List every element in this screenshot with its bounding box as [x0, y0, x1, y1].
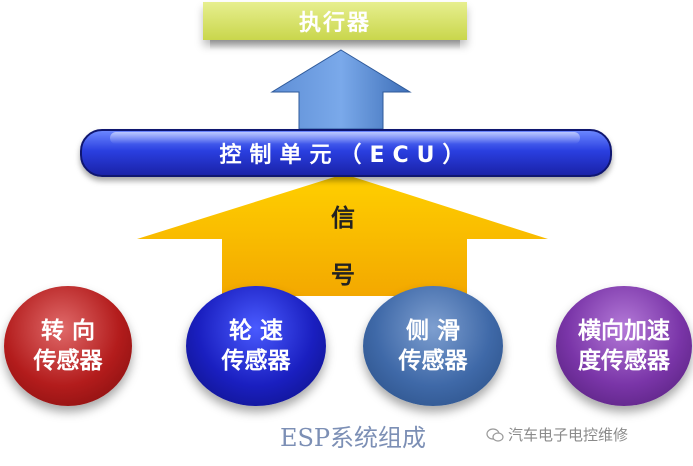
watermark: 汽车电子电控维修: [486, 424, 691, 445]
signal-char-2: 号: [331, 261, 355, 289]
lateral-acceleration-sensor: 横向加速 度传感器: [556, 286, 692, 406]
ecu-bar: 控制单元（ECU）: [80, 129, 612, 177]
sensor-label-line1: 转 向: [40, 318, 95, 344]
sensor-label-line1: 侧 滑: [405, 318, 460, 344]
sensor-label-line1: 轮 速: [228, 318, 283, 344]
watermark-text: 汽车电子电控维修: [508, 426, 629, 444]
diagram-caption: ESP系统组成: [279, 424, 427, 452]
wheel-speed-sensor: 轮 速 传感器: [186, 286, 326, 406]
ecu-highlight: [110, 132, 580, 144]
actuator-box: 执行器: [203, 2, 467, 40]
signal-char-1: 信: [331, 204, 355, 232]
sensor-label-line2: 度传感器: [578, 348, 670, 374]
ecu-to-actuator-arrow: [270, 49, 412, 130]
sensor-label-line1: 横向加速: [578, 318, 670, 344]
steering-sensor: 转 向 传感器: [4, 286, 132, 406]
sideslip-sensor: 侧 滑 传感器: [363, 286, 503, 406]
sensor-label-line2: 传感器: [221, 348, 291, 374]
sensor-label-line2: 传感器: [398, 348, 468, 374]
sensor-label-line2: 传感器: [33, 348, 103, 374]
actuator-label: 执行器: [298, 11, 371, 36]
wechat-icon: [486, 427, 504, 442]
actuator-shadow: [210, 40, 460, 50]
ecu-label: 控制单元（ECU）: [219, 143, 473, 168]
signal-arrow: [137, 174, 548, 296]
